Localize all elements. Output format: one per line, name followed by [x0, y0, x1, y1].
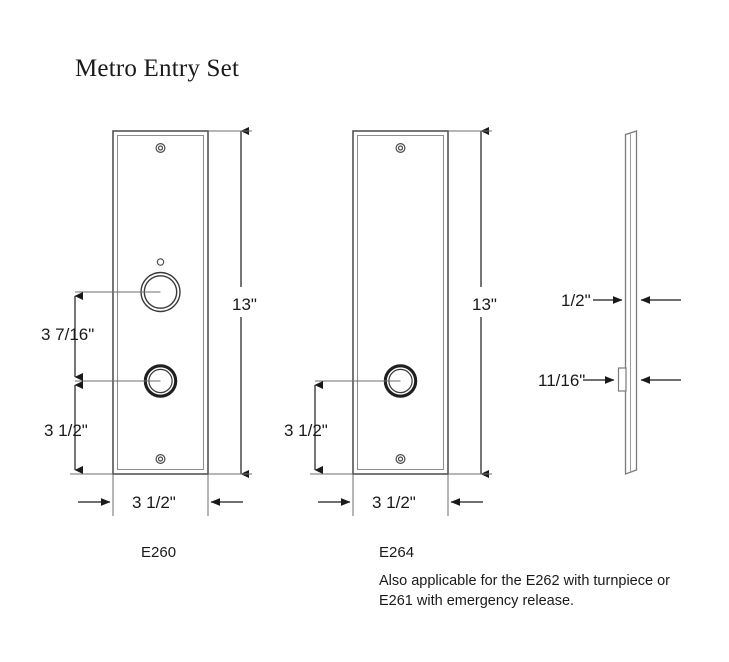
e260-dim-3-1-2: 3 1/2" [44, 381, 88, 474]
e264-plate-outline [352, 130, 449, 475]
e264-dim-height-13: 13" [448, 127, 497, 478]
drawing-e260: 3 7/16" 3 1/2" 13" [41, 127, 257, 516]
side-projecting-boss [617, 367, 627, 392]
side-dim-11-16: 11/16" [538, 371, 681, 390]
e264-bottom-screw-hole [395, 454, 406, 465]
caption-e260: E260 [141, 544, 177, 561]
e264-dim-width-3-1-2: 3 1/2" [318, 474, 483, 516]
caption-e264: E264 [379, 544, 415, 561]
e260-dim-3-7-16: 3 7/16" [41, 292, 94, 381]
side-dim-1-2-text: 1/2" [561, 291, 591, 310]
e264-plate-bevel-line [357, 135, 444, 470]
e264-dim-width-3-1-2-text: 3 1/2" [372, 493, 416, 512]
e260-top-screw-hole [155, 143, 166, 154]
e260-dim-height-13-text: 13" [232, 295, 257, 314]
side-dim-1-2: 1/2" [561, 291, 681, 310]
side-dim-11-16-text: 11/16" [538, 371, 585, 390]
e260-plate-bevel-line [117, 135, 204, 470]
e260-bottom-screw-hole [155, 454, 166, 465]
note-e264: Also applicable for the E262 with turnpi… [379, 573, 670, 609]
e264-dim-height-13-text: 13" [472, 295, 497, 314]
e260-plate-outline [112, 130, 209, 475]
drawing-side-profile: 1/2" 11/16" [538, 130, 681, 475]
e264-dim-3-1-2: 3 1/2" [284, 381, 328, 474]
e260-dim-3-7-16-text: 3 7/16" [41, 325, 94, 344]
drawing-e264: 3 1/2" 13" 3 1/2" [284, 127, 497, 516]
e260-dim-width-3-1-2-text: 3 1/2" [132, 493, 176, 512]
page-title: Metro Entry Set [75, 55, 240, 82]
e260-dim-width-3-1-2: 3 1/2" [78, 474, 243, 516]
e264-top-screw-hole [395, 143, 406, 154]
e260-dim-height-13: 13" [208, 127, 257, 478]
e260-pin-hole [156, 258, 165, 266]
e264-dim-3-1-2-text: 3 1/2" [284, 421, 328, 440]
e260-dim-3-1-2-text: 3 1/2" [44, 421, 88, 440]
